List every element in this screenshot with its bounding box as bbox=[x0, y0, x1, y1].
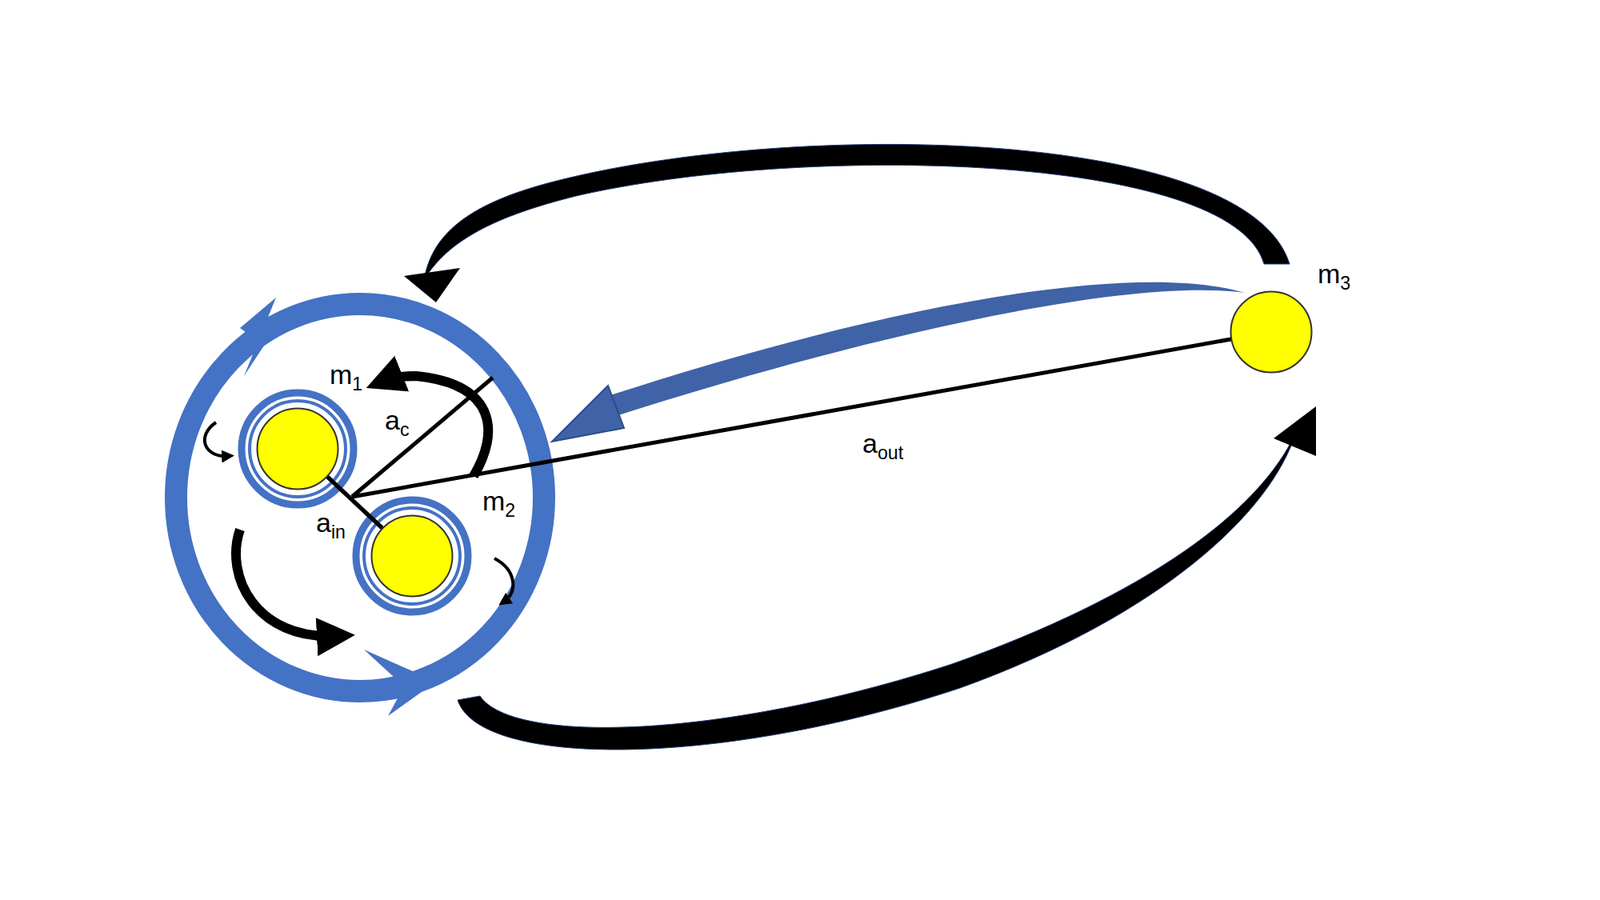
orbit-arrowhead bbox=[1273, 406, 1316, 456]
star-shape bbox=[256, 407, 340, 491]
star-circle: m3 bbox=[1229, 290, 1313, 374]
star-circle: m1 bbox=[256, 407, 340, 491]
mass-label: m1 bbox=[329, 360, 363, 394]
star-shape bbox=[370, 514, 454, 598]
star-shape bbox=[1229, 290, 1313, 374]
orbit-arrowhead bbox=[404, 268, 460, 303]
ring-arrowhead bbox=[364, 649, 436, 716]
torque-arrowhead bbox=[552, 385, 624, 442]
star-circle: m2 bbox=[370, 514, 454, 598]
separation-line bbox=[352, 377, 493, 497]
separation-label: ain bbox=[313, 508, 348, 542]
mass-label: m2 bbox=[482, 487, 516, 520]
separation-label: ac bbox=[382, 406, 412, 440]
separation-line bbox=[352, 332, 1272, 497]
orbit-arrow bbox=[424, 144, 1290, 280]
small-arrow bbox=[494, 558, 513, 602]
separation-label: aout bbox=[860, 429, 906, 463]
ring-arrowhead bbox=[240, 297, 276, 376]
orbit-arrow bbox=[457, 432, 1296, 750]
torque-arrow bbox=[608, 282, 1245, 416]
binary-ring bbox=[176, 304, 544, 692]
mass-label: m3 bbox=[1317, 260, 1351, 293]
small-arrow bbox=[204, 422, 228, 456]
inner-arrow bbox=[236, 529, 336, 636]
